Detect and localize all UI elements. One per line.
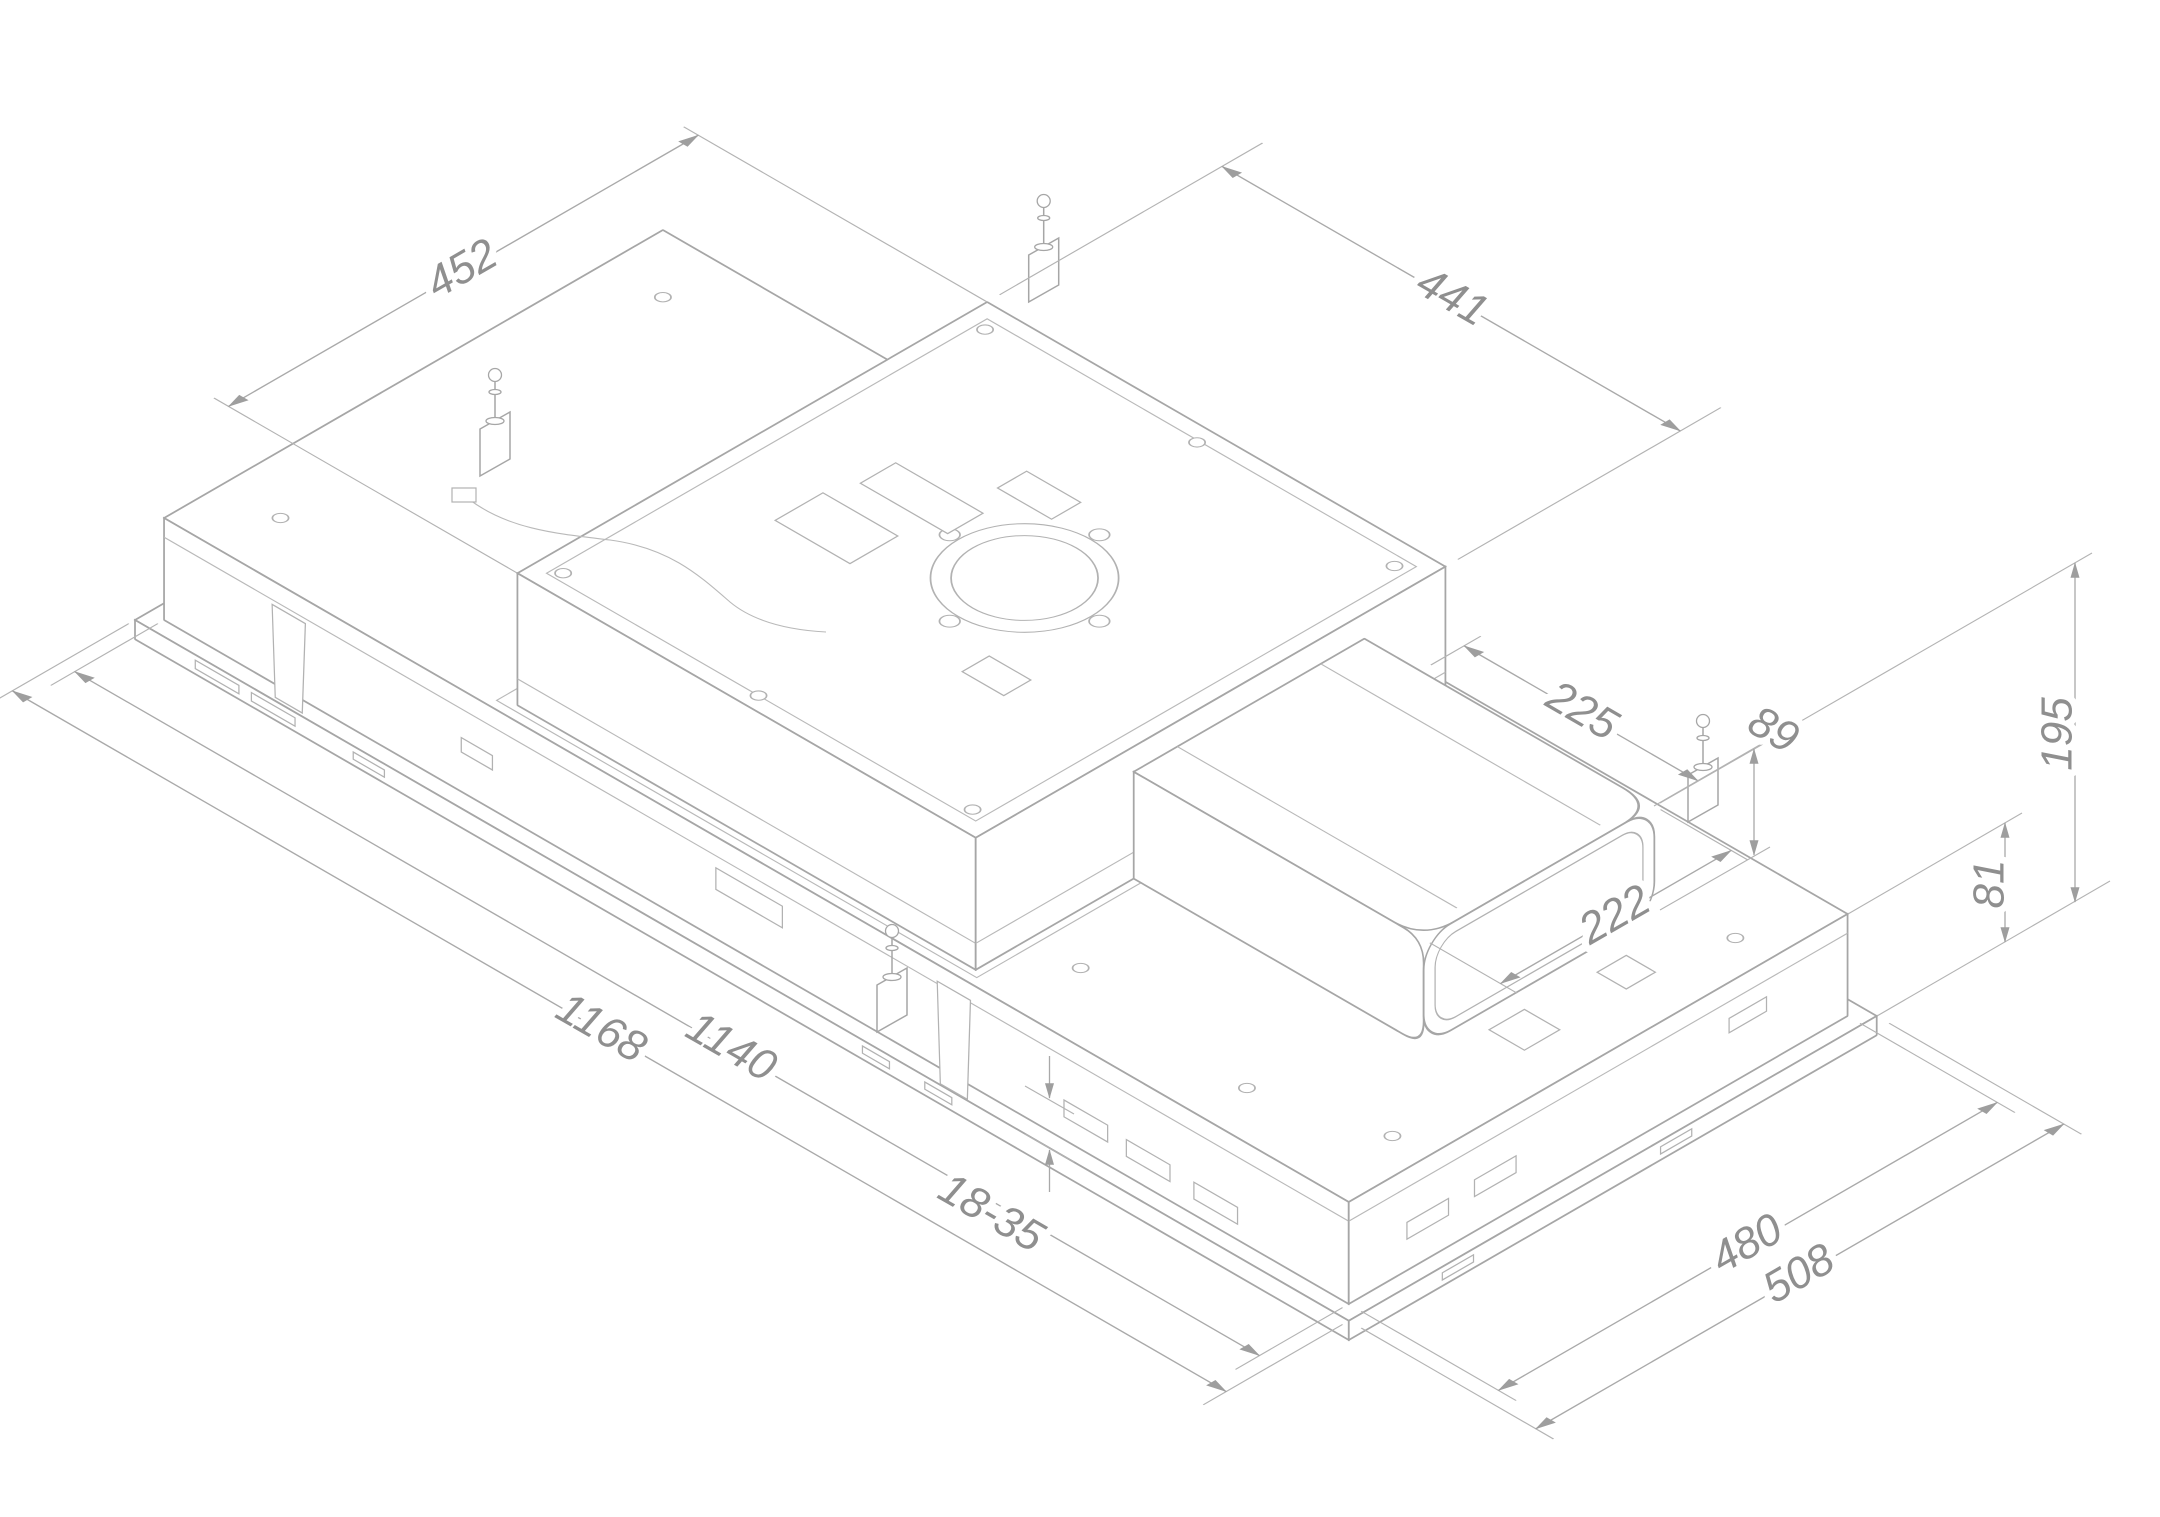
- hanging-bracket: [1027, 193, 1060, 303]
- dim-label-195: 195: [2033, 697, 2082, 771]
- extension-line: [1360, 1310, 1517, 1401]
- extension-line: [1457, 407, 1722, 560]
- extension-line: [1888, 1022, 2082, 1135]
- cable-plug: [451, 487, 477, 503]
- extension-line: [213, 397, 518, 574]
- spring-clip: [271, 603, 307, 715]
- extension-line: [1659, 846, 1771, 911]
- extension-line: [999, 142, 1264, 296]
- screw-head: [1385, 560, 1404, 572]
- extension-line: [1659, 809, 1749, 861]
- dim-label-89: 89: [1740, 696, 1807, 763]
- dimension-line: [1463, 645, 1699, 782]
- power-cable: [469, 499, 827, 633]
- extension-line: [1024, 1133, 1075, 1163]
- extension-line: [1653, 552, 2093, 807]
- dim-441-group: [999, 142, 1722, 560]
- extension-line: [1847, 812, 2023, 915]
- screw-head: [976, 324, 995, 335]
- extension-line: [683, 126, 988, 303]
- body-vent-slot: [1728, 995, 1768, 1034]
- extension-line: [50, 623, 159, 686]
- dimension-line: [1221, 165, 1682, 432]
- body-right-fold: [1348, 932, 1848, 1222]
- dimension-line: [1499, 849, 1732, 985]
- dim-heights-group: [1653, 552, 2111, 1017]
- screw-head: [271, 512, 290, 524]
- motor-mount-ring-inner: [950, 535, 1099, 621]
- screw-head: [1188, 437, 1207, 448]
- duct-curve-line: [1320, 663, 1601, 826]
- motor-bolt: [1088, 528, 1111, 542]
- dim-duct-group: [1429, 635, 1749, 994]
- extension-line: [1234, 1307, 1344, 1370]
- hanging-bracket: [1687, 713, 1719, 823]
- extension-line: [1876, 880, 2111, 1017]
- flange-slot: [1441, 1253, 1475, 1282]
- body-cutout: [1487, 1008, 1561, 1051]
- motor-bolt: [1088, 614, 1111, 628]
- dim-label-81: 81: [1965, 860, 2014, 909]
- dim-label-1168: 1168: [548, 983, 655, 1073]
- dim-label-225: 225: [1538, 670, 1627, 750]
- dim-label-18-35: 18-35: [930, 1163, 1052, 1262]
- dimension-line: [11, 690, 1227, 1393]
- dim-lengths-group: [0, 623, 2082, 1440]
- screw-head: [554, 568, 573, 579]
- extension-line: [1430, 635, 1482, 666]
- spring-clip: [936, 980, 972, 1101]
- screw-head: [1383, 1130, 1402, 1142]
- dim-452-group: [213, 126, 988, 574]
- dimension-line: [227, 134, 699, 407]
- body-vent-slot: [1406, 1197, 1450, 1241]
- dim-label-452: 452: [418, 229, 506, 308]
- extension-line: [1024, 1085, 1075, 1115]
- extension-line: [1202, 1324, 1344, 1406]
- dimension-line: [1535, 1123, 2065, 1430]
- terminal-box: [773, 492, 900, 565]
- extension-line: [1429, 942, 1518, 994]
- terminal-box: [859, 462, 985, 535]
- dim-label-1140: 1140: [678, 1002, 785, 1092]
- dim-gap-group: [1024, 1056, 1075, 1192]
- extension-line: [1360, 1327, 1555, 1440]
- terminal-box: [996, 470, 1082, 520]
- motor-bolt: [938, 614, 961, 628]
- dim-label-441: 441: [1408, 257, 1496, 336]
- extension-line: [1859, 1022, 2016, 1113]
